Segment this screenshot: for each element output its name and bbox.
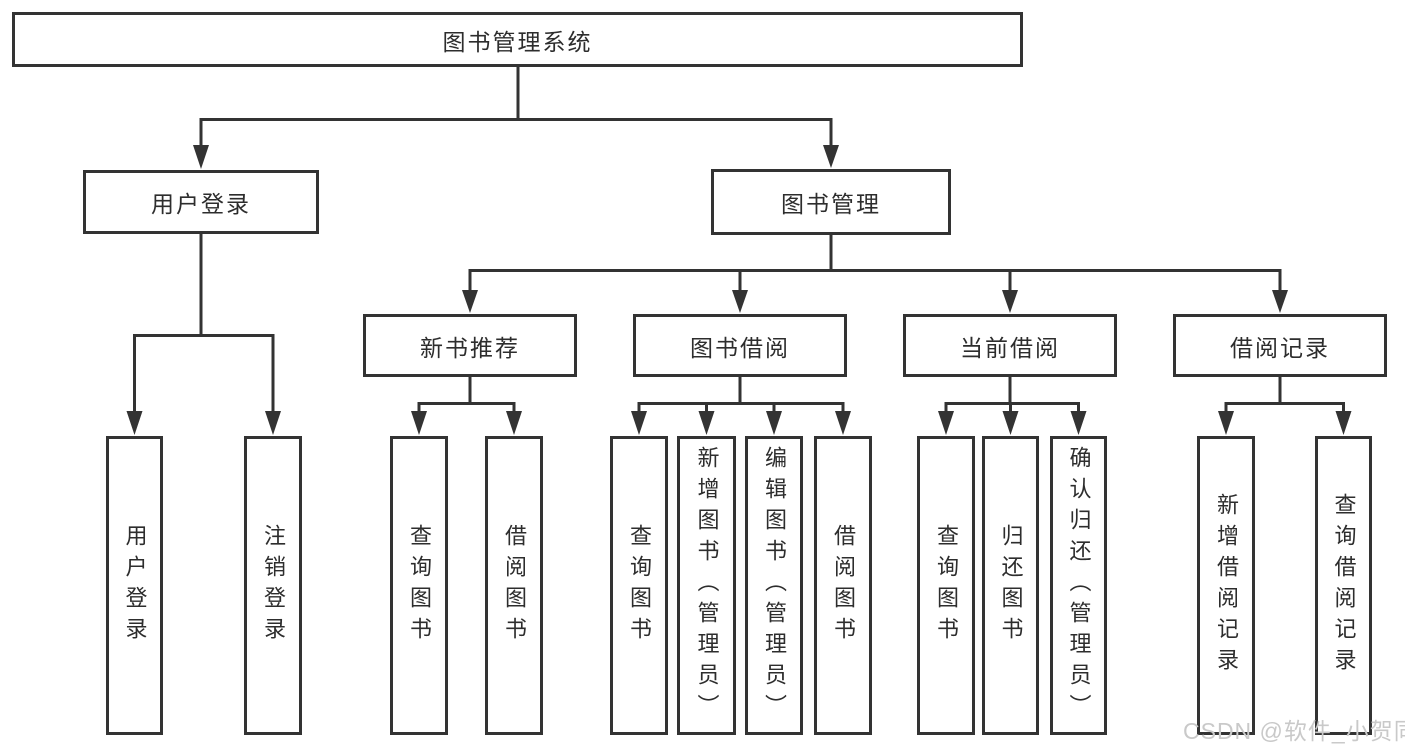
leaf-logout: 注销登录 <box>244 436 302 735</box>
leaf-newbook-query-books: 查询图书 <box>390 436 448 735</box>
leaf-add-borrow-record-label: 新增借阅记录 <box>1214 492 1239 679</box>
leaf-newbook-borrow-books-label: 借阅图书 <box>502 523 527 648</box>
node-new-book-recommend-label: 新书推荐 <box>420 334 520 361</box>
leaf-return-books-label: 归还图书 <box>998 523 1024 648</box>
leaf-edit-books-admin-label: 编辑图书（管理员） <box>762 446 787 725</box>
node-book-management-label: 图书管理 <box>781 191 881 217</box>
leaf-current-query-books-label: 查询图书 <box>934 523 959 648</box>
leaf-query-borrow-record: 查询借阅记录 <box>1315 436 1372 735</box>
leaf-return-books: 归还图书 <box>982 436 1039 735</box>
node-root-label: 图书管理系统 <box>442 28 593 55</box>
leaf-edit-books-admin: 编辑图书（管理员） <box>745 436 803 735</box>
node-new-book-recommend: 新书推荐 <box>363 314 577 377</box>
node-book-borrowing-label: 图书借阅 <box>690 334 790 361</box>
leaf-add-books-admin: 新增图书（管理员） <box>677 436 736 735</box>
leaf-add-borrow-record: 新增借阅记录 <box>1197 436 1255 735</box>
connector-paths <box>133 67 1345 414</box>
node-book-borrowing: 图书借阅 <box>633 314 847 377</box>
node-root: 图书管理系统 <box>12 12 1023 67</box>
node-current-borrowing-label: 当前借阅 <box>960 334 1060 361</box>
leaf-borrow-books-label: 借阅图书 <box>831 523 856 648</box>
node-book-management: 图书管理 <box>711 169 951 235</box>
leaf-query-borrow-record-label: 查询借阅记录 <box>1331 492 1357 679</box>
node-current-borrowing: 当前借阅 <box>903 314 1117 377</box>
leaf-confirm-return-admin: 确认归还（管理员） <box>1050 436 1107 735</box>
node-borrowing-records-label: 借阅记录 <box>1230 334 1330 361</box>
leaf-newbook-query-books-label: 查询图书 <box>407 523 432 648</box>
leaf-add-books-admin-label: 新增图书（管理员） <box>694 446 720 725</box>
watermark: CSDN @软件_小贺同学 <box>1183 718 1405 744</box>
leaf-current-query-books: 查询图书 <box>917 436 975 735</box>
leaf-borrow-books: 借阅图书 <box>814 436 872 735</box>
leaf-borrowing-query-books: 查询图书 <box>610 436 668 735</box>
leaf-user-login: 用户登录 <box>106 436 163 735</box>
leaf-confirm-return-admin-label: 确认归还（管理员） <box>1066 446 1092 725</box>
leaf-user-login-label: 用户登录 <box>122 523 148 648</box>
leaf-logout-label: 注销登录 <box>261 523 286 648</box>
leaf-borrowing-query-books-label: 查询图书 <box>627 523 652 648</box>
arrowheads <box>126 145 1352 435</box>
node-user-login: 用户登录 <box>83 170 319 234</box>
node-borrowing-records: 借阅记录 <box>1173 314 1387 377</box>
node-user-login-label: 用户登录 <box>151 191 251 217</box>
leaf-newbook-borrow-books: 借阅图书 <box>485 436 543 735</box>
